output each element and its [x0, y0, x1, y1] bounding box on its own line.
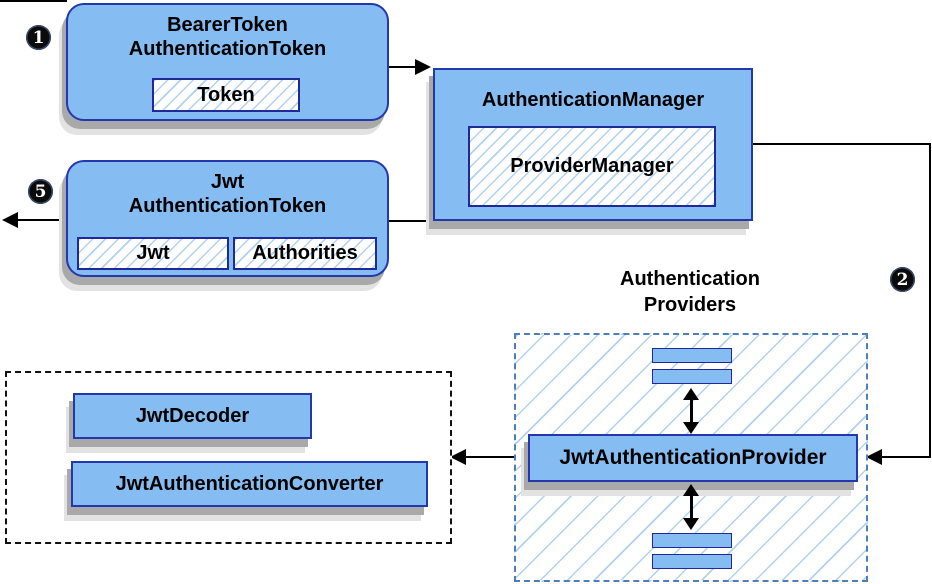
- other-provider-bar: [652, 348, 732, 363]
- arrow-left-icon: [450, 449, 466, 465]
- token-field-label: Token: [197, 83, 255, 106]
- other-provider-bar: [652, 533, 732, 548]
- double-arrow-icon: [683, 388, 699, 434]
- jwt-field-label: Jwt: [136, 242, 170, 264]
- step-badge-1: 1: [26, 25, 51, 50]
- authentication-providers-region: JwtAuthenticationProvider: [514, 333, 868, 582]
- jwt-authentication-converter-node: JwtAuthenticationConverter: [71, 461, 428, 507]
- manager-to-provider-line-bottom: [882, 456, 931, 458]
- authentication-providers-label: Authentication Providers: [560, 266, 820, 318]
- token-field: Token: [152, 78, 300, 112]
- bearer-token-authentication-token-node: BearerToken AuthenticationToken Token: [66, 3, 389, 121]
- jwt-token-title: Jwt AuthenticationToken: [68, 170, 387, 218]
- other-provider-bar: [652, 554, 732, 569]
- jwt-token-title-line1: Jwt: [210, 171, 245, 193]
- jwt-authentication-provider-node: JwtAuthenticationProvider: [528, 434, 858, 482]
- other-provider-bar: [652, 369, 732, 384]
- decoder-converter-region: JwtDecoder JwtAuthenticationConverter: [5, 371, 452, 544]
- arrow-right-icon: [415, 59, 431, 75]
- manager-to-provider-line-top: [753, 143, 931, 145]
- authentication-providers-label-line1: Authentication: [620, 268, 760, 290]
- authentication-manager-node: AuthenticationManager ProviderManager: [433, 68, 753, 221]
- jwt-field: Jwt: [77, 237, 229, 270]
- jwt-authentication-provider-label: JwtAuthenticationProvider: [559, 446, 827, 469]
- provider-to-converter-line: [464, 456, 524, 458]
- manager-to-provider-line-vertical: [929, 143, 931, 457]
- arrow-left-icon: [2, 212, 18, 228]
- arrow-bearer-to-manager-shaft: [389, 66, 417, 68]
- bearer-token-title-line1: BearerToken: [167, 14, 288, 36]
- arrow-left-icon: [866, 449, 882, 465]
- jwt-decoder-label: JwtDecoder: [135, 404, 250, 427]
- authentication-manager-title: AuthenticationManager: [481, 89, 705, 111]
- provider-manager-box: ProviderManager: [468, 126, 716, 207]
- jwt-decoder-node: JwtDecoder: [73, 393, 312, 439]
- authorities-field-label: Authorities: [252, 242, 358, 264]
- outgoing-result-line: [16, 219, 66, 221]
- authentication-providers-label-line2: Providers: [643, 294, 737, 316]
- jwt-authentication-token-node: Jwt AuthenticationToken Jwt Authorities: [66, 160, 389, 277]
- bearer-token-title: BearerToken AuthenticationToken: [68, 13, 387, 61]
- bearer-token-title-line2: AuthenticationToken: [128, 38, 327, 60]
- jwt-authentication-converter-label: JwtAuthenticationConverter: [115, 472, 384, 495]
- jwt-token-title-line2: AuthenticationToken: [128, 195, 327, 217]
- manager-to-jwt-token-line: [389, 220, 433, 222]
- step-badge-5: 5: [28, 179, 53, 204]
- authorities-field: Authorities: [233, 237, 377, 270]
- provider-manager-label: ProviderManager: [510, 155, 674, 177]
- step-badge-2: 2: [890, 267, 915, 292]
- incoming-request-line: [0, 0, 67, 2]
- double-arrow-icon: [683, 484, 699, 530]
